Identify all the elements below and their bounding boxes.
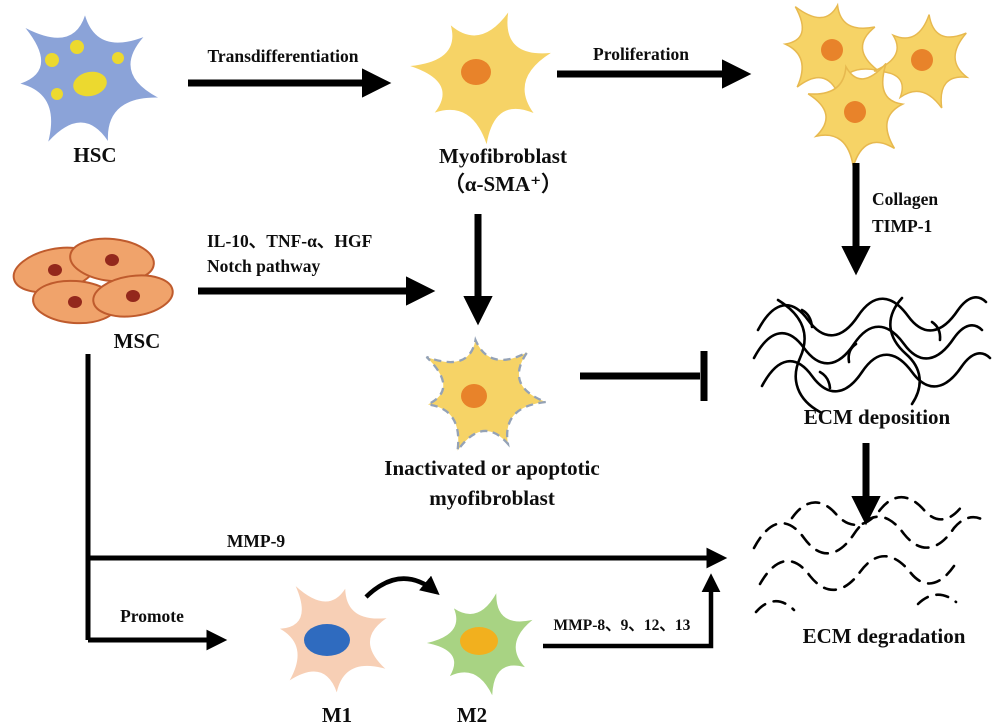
collagen-fiber-barb <box>930 320 942 342</box>
proliferation-label: Proliferation <box>593 44 689 64</box>
timp1-label: TIMP-1 <box>872 216 932 236</box>
inhibition-tbar <box>580 351 708 401</box>
m1-label: M1 <box>322 703 352 727</box>
collagen-fiber <box>760 352 992 393</box>
ecm-degradation-fibers <box>752 495 988 614</box>
m2-nucleus <box>460 627 498 655</box>
mmp8-arrow <box>543 573 721 649</box>
ecm-deposition-fibers <box>752 296 992 414</box>
myofibroblast-cell <box>402 0 572 160</box>
hsc-nucleus <box>73 71 107 97</box>
hsc-lipid-droplet <box>70 40 84 54</box>
mmp8-label: MMP-8、9、12、13 <box>554 617 691 634</box>
m2-label: M2 <box>457 703 487 727</box>
myofibroblast-nucleus <box>461 59 491 85</box>
cluster-cell-nucleus <box>911 49 933 71</box>
cluster-cell-nucleus <box>821 39 843 61</box>
ecm-deposition-label: ECM deposition <box>804 405 951 429</box>
degraded-fiber <box>752 515 988 555</box>
msc-cell-nucleus <box>48 264 62 276</box>
hsc-lipid-droplet <box>45 53 59 67</box>
degraded-fiber <box>916 593 958 606</box>
hsc-label: HSC <box>73 143 116 167</box>
msc-label: MSC <box>114 329 161 353</box>
m1-to-m2-arrow <box>364 575 440 599</box>
mmp9-label: MMP-9 <box>227 531 286 551</box>
collagen-fiber-barb <box>818 370 832 390</box>
myofibroblast-cluster <box>764 0 995 171</box>
collagen-fiber <box>752 324 984 365</box>
msc-cell-nucleus <box>126 290 140 302</box>
cluster-cell-nucleus <box>844 101 866 123</box>
degraded-fiber <box>790 495 964 527</box>
degraded-fiber <box>758 555 956 592</box>
hsc-cell <box>0 1 174 167</box>
msc-cell-nucleus <box>105 254 119 266</box>
myofibroblast-label: Myofibroblast <box>439 144 567 168</box>
inactivated-myofibroblast-nucleus <box>461 384 487 408</box>
collagen-label: Collagen <box>872 189 938 209</box>
collagen-fiber-barb <box>847 342 858 364</box>
m1-nucleus <box>304 624 350 656</box>
il10-tnf-hgf-label: IL-10、TNF-α、HGF <box>207 231 372 251</box>
collagen-fiber <box>776 298 822 414</box>
m2-cell <box>418 580 555 711</box>
collagen-fiber <box>889 296 921 406</box>
m1-cell <box>253 566 410 719</box>
promote-label: Promote <box>120 606 184 626</box>
collagen-fiber-barb <box>800 308 814 329</box>
inactivated-label-line2: myofibroblast <box>429 486 555 510</box>
inactivated-myofibroblast-cell <box>413 332 555 463</box>
msc-cell-nucleus <box>68 296 82 308</box>
hsc-lipid-droplet <box>51 88 63 100</box>
ecm-degradation-label: ECM degradation <box>803 624 966 648</box>
degraded-fiber <box>754 599 796 614</box>
hsc-lipid-droplet <box>112 52 124 64</box>
msc-cluster <box>12 237 174 325</box>
transdifferentiation-label: Transdifferentiation <box>207 46 358 66</box>
myofibroblast-marker-label: （α-SMA⁺） <box>444 172 562 196</box>
notch-pathway-label: Notch pathway <box>207 256 321 276</box>
collagen-fiber <box>756 296 988 337</box>
inactivated-label-line1: Inactivated or apoptotic <box>384 456 599 480</box>
